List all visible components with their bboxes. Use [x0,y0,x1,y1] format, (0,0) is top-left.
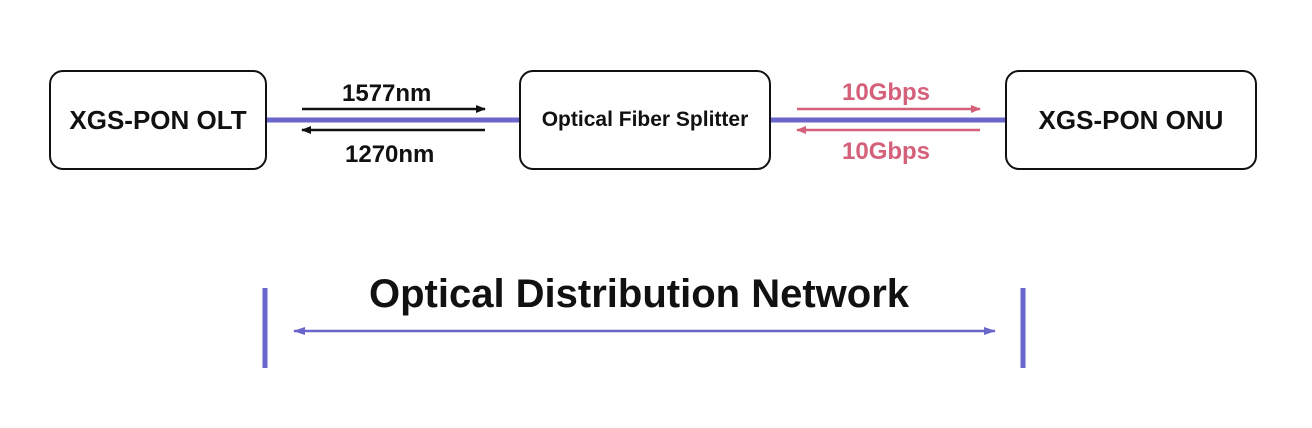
splitter-node-label: Optical Fiber Splitter [541,108,749,131]
downstream-wavelength-label: 1577nm [342,80,432,107]
downstream-rate-label: 10Gbps [842,79,931,106]
onu-node-label: XGS-PON ONU [1038,104,1224,135]
odn-span-label: Optical Distribution Network [368,272,910,316]
onu-node: XGS-PON ONU [1005,70,1257,170]
olt-node: XGS-PON OLT [49,70,267,170]
olt-node-label: XGS-PON OLT [69,104,247,135]
upstream-wavelength-label: 1270nm [345,141,435,168]
splitter-node: Optical Fiber Splitter [519,70,771,170]
upstream-rate-label: 10Gbps [842,138,931,165]
